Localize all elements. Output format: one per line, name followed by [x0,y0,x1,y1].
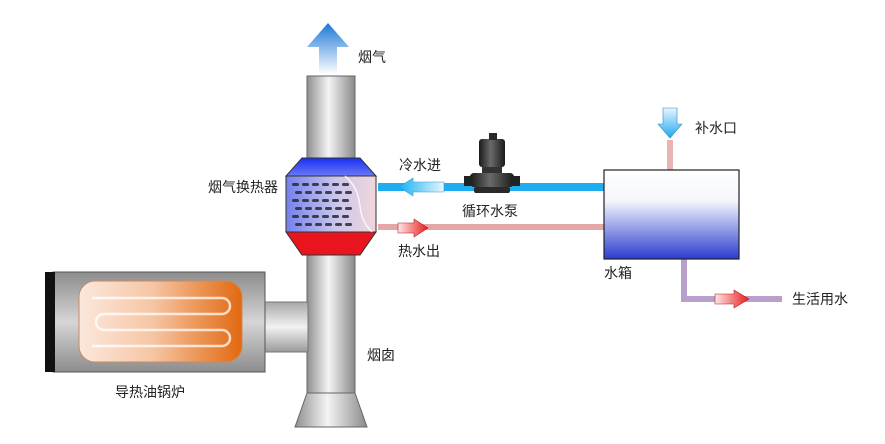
heat-exchanger-label: 烟气换热器 [208,179,278,196]
exchanger-tube [335,207,342,210]
makeup-water-down-arrow-icon [657,107,683,139]
makeup-water-label: 补水口 [695,121,737,137]
exchanger-tube [315,207,322,210]
exchanger-tube [342,199,349,202]
chimney-label: 烟囱 [367,348,395,364]
exchanger-tubes [292,183,352,226]
chimney-base [294,392,368,428]
boiler-front-plate [45,272,55,372]
exchanger-bottom [285,231,377,256]
exchanger-tube [312,215,319,218]
exchanger-boundary-curve [344,175,373,233]
exchanger-tube [322,199,329,202]
exchanger-tube [292,183,299,186]
exchanger-tube [342,183,349,186]
hot-water-right-arrow-icon [397,218,429,238]
thermal-oil-boiler [45,271,309,373]
exchanger-tube [345,191,352,194]
exchanger-middle [285,175,377,233]
exchanger-tube [295,223,302,226]
exchanger-tube [332,215,339,218]
exchanger-tube [292,215,299,218]
flue-gas-up-arrow-icon [307,23,349,74]
exchanger-tube [312,199,319,202]
circulation-pump-icon [464,133,520,193]
exchanger-tube [332,183,339,186]
exchanger-tube [325,207,332,210]
exchanger-tube [345,207,352,210]
exchanger-tube [315,191,322,194]
exchanger-tube [335,191,342,194]
boiler-label: 导热油锅炉 [115,385,185,401]
water-tank [603,169,740,260]
exchanger-tube [345,223,352,226]
exchanger-tube [302,215,309,218]
flue-gas-heat-exchanger [284,157,378,256]
boiler-core [78,280,243,363]
water-tank-label: 水箱 [604,266,632,282]
cold-water-in-label: 冷水进 [399,158,441,174]
exchanger-tube [332,199,339,202]
exchanger-tube [342,215,349,218]
domestic-water-right-arrow-icon [714,289,750,309]
chimney-upper [306,75,356,161]
chimney-lower [306,252,356,394]
boiler-flue-connector [263,301,309,353]
exchanger-tube [302,183,309,186]
domestic-water-pipe [681,258,782,302]
cold-water-left-arrow-icon [398,177,445,197]
pump-label: 循环水泵 [462,204,518,220]
domestic-water-label: 生活用水 [792,292,848,308]
exchanger-tube [322,183,329,186]
exchanger-tube [325,223,332,226]
exchanger-tube [325,191,332,194]
chimney [294,75,368,428]
exchanger-tube [312,183,319,186]
exchanger-tube [305,191,312,194]
exchanger-tube [302,199,309,202]
labels: 烟气 烟气换热器 冷水进 循环水泵 热水出 补水口 水箱 生活用水 烟囱 导热油… [115,50,848,401]
exchanger-tube [305,207,312,210]
boiler-heating-coil [92,296,232,348]
exchanger-tube [305,223,312,226]
flue-gas-label: 烟气 [358,50,386,66]
exchanger-top [284,157,378,177]
hot-water-out-label: 热水出 [398,244,440,260]
exchanger-tube [292,199,299,202]
exchanger-tube [295,207,302,210]
exchanger-tube [335,223,342,226]
exchanger-tube [322,215,329,218]
exchanger-tube [315,223,322,226]
exchanger-tube [295,191,302,194]
